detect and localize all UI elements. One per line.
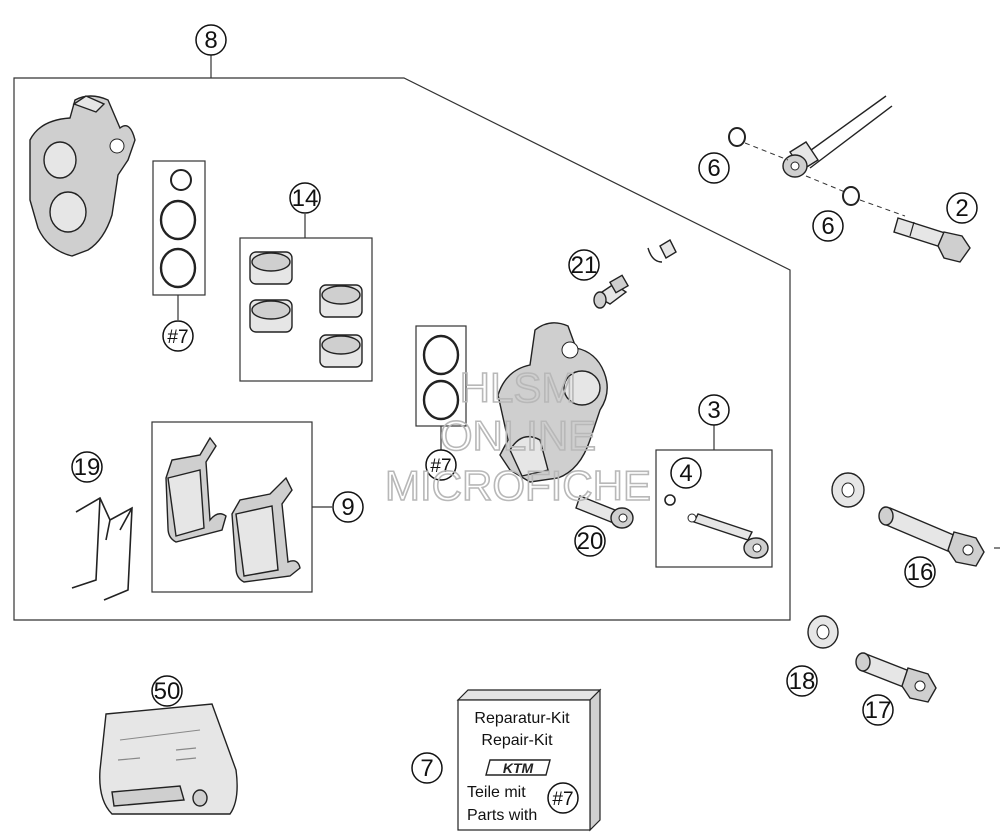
pin-clip-part [664, 494, 676, 506]
piston-kit-box [239, 237, 373, 382]
guide-pin-part [687, 513, 769, 559]
pad-spring-part [71, 496, 133, 601]
callout-19[interactable]: 19 [71, 451, 103, 483]
repair-kit-line3: Teile mit [467, 784, 526, 801]
repair-kit-line4: Parts with [467, 807, 537, 824]
bolt-17-part [855, 652, 937, 703]
callout-9[interactable]: 9 [332, 491, 364, 523]
callout-19-label: 19 [74, 454, 101, 481]
seal-kit-box-2 [415, 325, 467, 427]
callout-7a[interactable]: #7 [162, 320, 194, 352]
banjo-bolt-part [893, 217, 971, 263]
callout-16[interactable]: 16 [904, 556, 936, 588]
watermark-line2: ONLINE [440, 412, 596, 459]
washer-6a-part [728, 127, 746, 147]
callout-18[interactable]: 18 [786, 665, 818, 697]
callout-6a-label: 6 [707, 155, 720, 182]
seal-ring-2 [159, 247, 197, 289]
watermark-line3: MICROFICHE [385, 462, 651, 509]
callout-20[interactable]: 20 [574, 525, 606, 557]
callout-4[interactable]: 4 [670, 457, 702, 489]
callout-14[interactable]: 14 [289, 182, 321, 214]
svg-text:KTM: KTM [503, 760, 534, 776]
piston-4 [319, 334, 363, 368]
callout-3-label: 3 [707, 397, 720, 424]
callout-7a-label: #7 [167, 327, 188, 348]
callout-17[interactable]: 17 [862, 694, 894, 726]
callout-8[interactable]: 8 [195, 24, 227, 56]
callout-18-label: 18 [789, 668, 816, 695]
callout-4-label: 4 [679, 460, 692, 487]
repair-kit-ref-label: #7 [552, 789, 573, 810]
caliper-assembly-outline [13, 77, 791, 621]
callout-20-label: 20 [577, 528, 604, 555]
callout-21-label: 21 [571, 252, 598, 279]
callout-2-label: 2 [955, 195, 968, 222]
leader-dash-2 [805, 175, 846, 193]
watermark-line1: HLSM [460, 364, 577, 411]
repair-kit-line1: Reparatur-Kit [474, 710, 570, 727]
repair-kit-ref-callout[interactable]: #7 [547, 782, 579, 814]
washer-18-part [807, 615, 839, 649]
callout-7b[interactable]: #7 [425, 449, 457, 481]
bolt-16-part [878, 506, 985, 567]
callout-50[interactable]: 50 [151, 675, 183, 707]
piston-3 [319, 284, 363, 318]
brake-pad-1 [165, 436, 227, 543]
callout-21[interactable]: 21 [568, 249, 600, 281]
callout-9-label: 9 [341, 494, 354, 521]
seal-ring-small [170, 169, 192, 191]
screw-20-part [575, 495, 634, 529]
seal-ring-3 [422, 334, 460, 376]
brake-pad-2 [231, 476, 301, 583]
callout-7-label: 7 [420, 755, 433, 782]
callout-14-label: 14 [292, 185, 319, 212]
seal-kit-box-1 [152, 160, 206, 296]
callout-7b-label: #7 [430, 456, 451, 477]
piston-1 [249, 251, 293, 285]
watermark: HLSM ONLINE MICROFICHE [384, 363, 652, 510]
callout-6b-label: 6 [821, 213, 834, 240]
seal-ring-4 [422, 379, 460, 421]
callout-16-label: 16 [907, 559, 934, 586]
caliper-housing-part [497, 322, 608, 483]
repair-kit-line2: Repair-Kit [481, 732, 553, 749]
washer-6b-part [842, 186, 860, 206]
callout-3[interactable]: 3 [698, 394, 730, 426]
washer-16-part [831, 472, 865, 508]
ktm-logo: KTM [485, 759, 551, 776]
grease-pack-part [99, 703, 238, 815]
piston-2 [249, 299, 293, 333]
callout-6b[interactable]: 6 [812, 210, 844, 242]
callout-8-label: 8 [204, 27, 217, 54]
leader-dash-3 [859, 199, 906, 217]
callout-17-label: 17 [865, 697, 892, 724]
repair-kit-box [456, 688, 602, 832]
caliper-bracket-part [29, 95, 136, 257]
callout-7[interactable]: 7 [411, 752, 443, 784]
callout-2[interactable]: 2 [946, 192, 978, 224]
callout-6a[interactable]: 6 [698, 152, 730, 184]
brake-line-part [782, 95, 893, 178]
seal-ring-1 [159, 199, 197, 241]
callout-50-label: 50 [154, 678, 181, 705]
bleeder-screw-part [593, 274, 630, 309]
bleeder-cap-part [647, 239, 677, 263]
leader-dash-1 [744, 142, 789, 161]
